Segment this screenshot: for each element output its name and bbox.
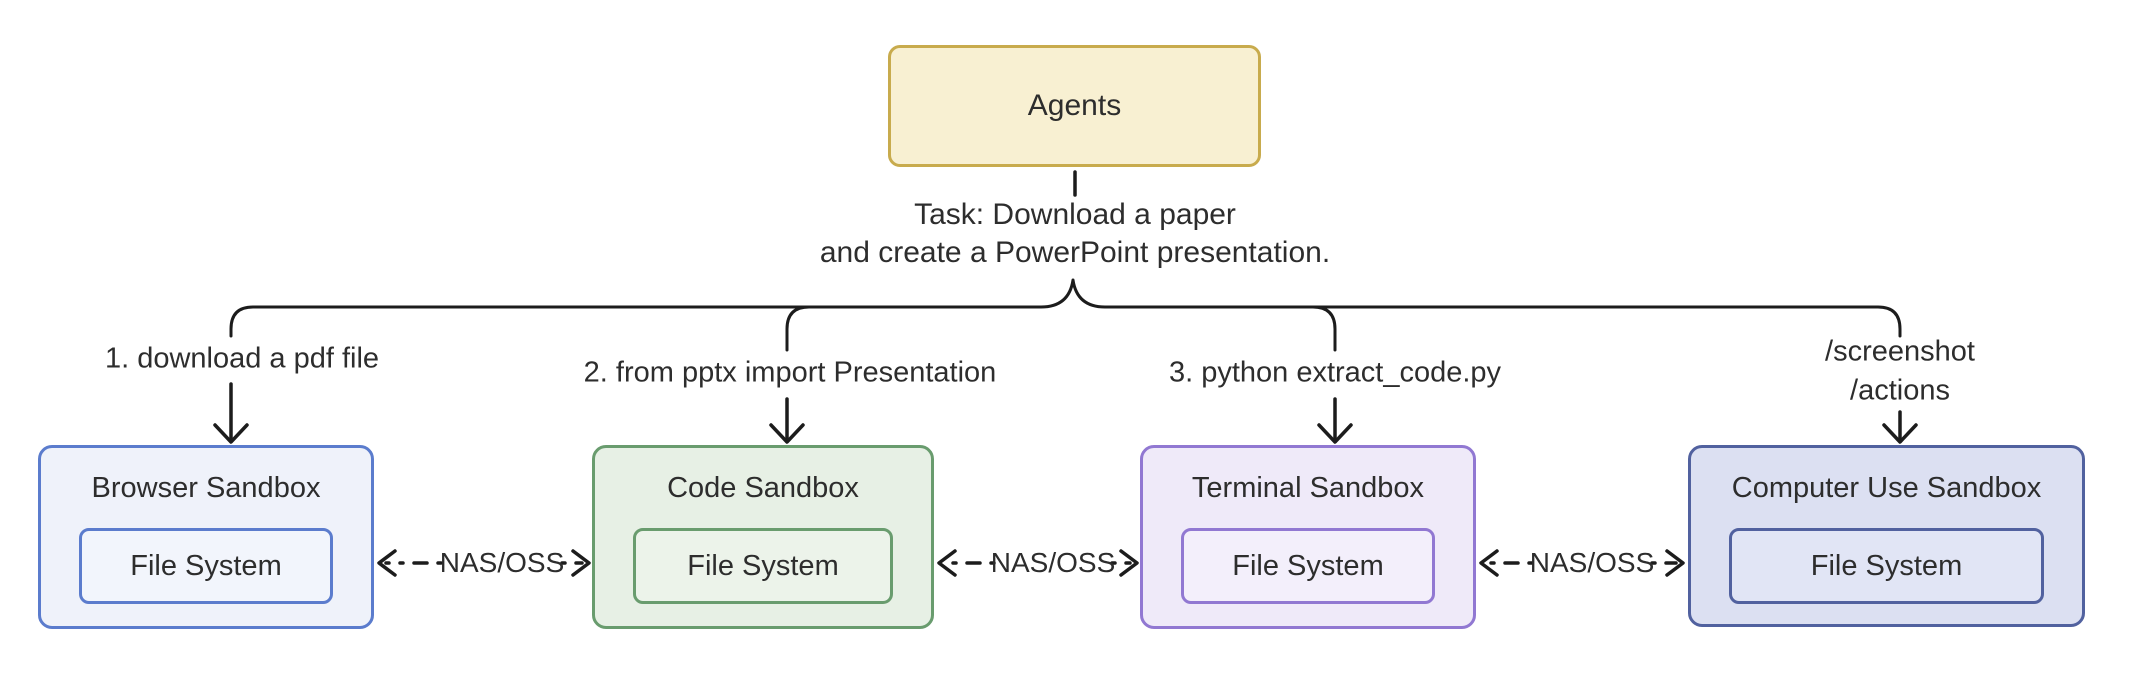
browser-file-system-node: File System (79, 528, 333, 604)
nas-oss-label-1: NAS/OSS (439, 546, 565, 578)
task-text-line2: and create a PowerPoint presentation. (819, 235, 1331, 269)
branch-label-download-pdf: 1. download a pdf file (104, 342, 380, 375)
terminal-file-system-node: File System (1181, 528, 1435, 604)
branch-label-screenshot: /screenshot (1825, 335, 1975, 368)
arrowhead-terminal (1317, 423, 1353, 444)
computer-use-sandbox-title: Computer Use Sandbox (1731, 472, 2042, 504)
code-file-system-node: File System (633, 528, 893, 604)
fork-connector (229, 278, 1902, 352)
code-sandbox-title: Code Sandbox (667, 472, 859, 504)
browser-sandbox-node: Browser Sandbox File System (38, 445, 374, 629)
nas-arrowhead-2-right (1119, 549, 1139, 577)
nas-arrowhead-3-left (1479, 549, 1499, 577)
arrowhead-computer-use (1882, 423, 1918, 444)
task-text-line1: Task: Download a paper (914, 197, 1236, 231)
nas-oss-label-3: NAS/OSS (1529, 546, 1655, 578)
computer-use-file-system-node: File System (1729, 528, 2044, 604)
browser-sandbox-title: Browser Sandbox (91, 472, 321, 504)
browser-file-system-label: File System (130, 549, 282, 582)
nas-arrowhead-2-left (937, 549, 957, 577)
agents-node: Agents (888, 45, 1261, 167)
agents-label: Agents (1027, 89, 1122, 122)
branch-label-pptx-import: 2. from pptx import Presentation (583, 356, 997, 389)
computer-use-file-system-label: File System (1810, 549, 1963, 582)
nas-arrowhead-1-right (571, 549, 591, 577)
terminal-sandbox-title: Terminal Sandbox (1191, 472, 1425, 504)
computer-use-sandbox-node: Computer Use Sandbox File System (1688, 445, 2085, 627)
code-file-system-label: File System (687, 549, 839, 582)
terminal-file-system-label: File System (1232, 549, 1384, 582)
nas-arrowhead-3-right (1665, 549, 1685, 577)
terminal-sandbox-node: Terminal Sandbox File System (1140, 445, 1476, 629)
code-sandbox-node: Code Sandbox File System (592, 445, 934, 629)
nas-oss-label-2: NAS/OSS (990, 546, 1116, 578)
nas-arrowhead-1-left (377, 549, 397, 577)
branch-label-python-extract: 3. python extract_code.py (1168, 356, 1502, 389)
arrowhead-browser (213, 423, 249, 444)
branch-label-actions: /actions (1850, 374, 1950, 407)
arrowhead-code (769, 423, 805, 444)
